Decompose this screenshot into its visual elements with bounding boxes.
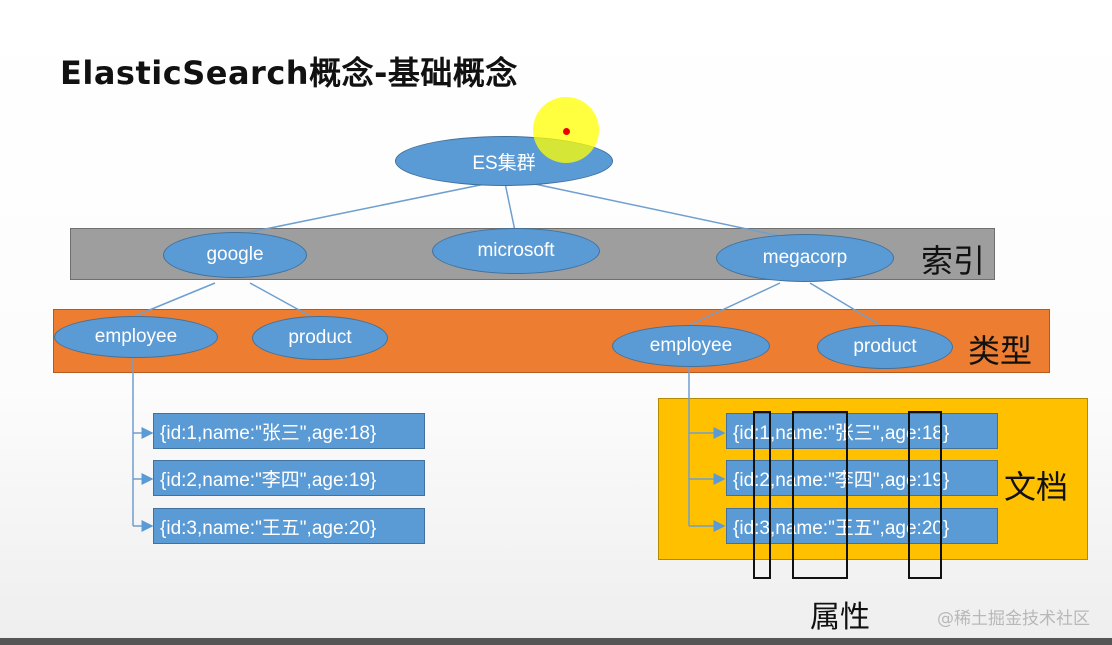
field-box-age: [908, 411, 942, 579]
edge-google-product: [249, 282, 311, 317]
type-node-right-product: product: [817, 325, 953, 369]
index-label: 索引: [921, 242, 986, 280]
bottom-strip: [0, 638, 1112, 645]
document-label: 文档: [1004, 468, 1069, 506]
edge-google-employee: [129, 282, 216, 319]
type-node-right-employee: employee: [612, 325, 770, 367]
edge-cluster-google: [235, 182, 491, 236]
type-node-left-product: product: [252, 316, 388, 360]
edge-cluster-megacorp: [529, 182, 781, 237]
type-label: 类型: [968, 332, 1033, 370]
index-node-megacorp: megacorp: [716, 234, 894, 282]
doc-right-1: {id:1,name:"张三",age:18}: [726, 413, 998, 449]
edge-megacorp-employee: [689, 282, 781, 326]
index-node-google: google: [163, 232, 307, 278]
type-node-left-employee: employee: [54, 316, 218, 358]
field-label: 属性: [810, 600, 870, 635]
edge-cluster-microsoft: [504, 182, 516, 232]
page-title: ElasticSearch概念-基础概念: [60, 54, 518, 92]
doc-right-3: {id:3,name:"王五",age:20}: [726, 508, 998, 544]
doc-left-1: {id:1,name:"张三",age:18}: [153, 413, 425, 449]
doc-left-2: {id:2,name:"李四",age:19}: [153, 460, 425, 496]
field-box-name: [792, 411, 848, 579]
edge-megacorp-product: [809, 282, 881, 326]
index-node-microsoft: microsoft: [432, 228, 600, 274]
doc-left-3: {id:3,name:"王五",age:20}: [153, 508, 425, 544]
watermark: @稀土掘金技术社区: [937, 609, 1090, 629]
doc-right-2: {id:2,name:"李四",age:19}: [726, 460, 998, 496]
field-box-id: [753, 411, 771, 579]
pointer-dot: [563, 128, 570, 135]
